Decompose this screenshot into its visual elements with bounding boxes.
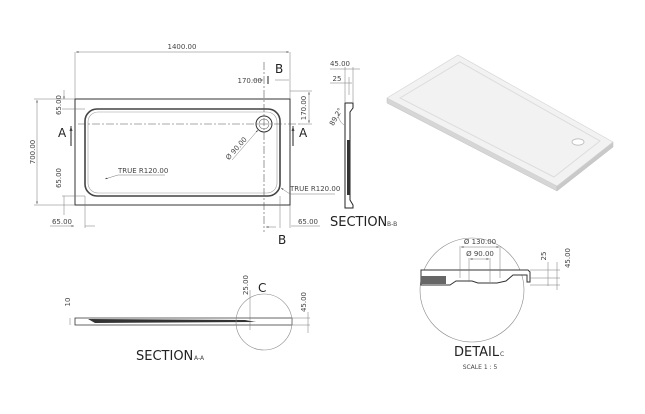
dim-drain-offset-y: 170.00 — [300, 96, 308, 121]
dim-inner-radius-right: TRUE R120.00 — [289, 185, 340, 193]
section-aa-suffix: A-A — [194, 355, 205, 362]
detail-c-suffix: C — [500, 351, 504, 358]
section-a-marker-left: A — [58, 126, 67, 140]
section-aa-title: SECTION — [136, 349, 193, 364]
dim-detail-depth-total: 45.00 — [564, 248, 572, 268]
dim-detail-depth-small: 25 — [540, 252, 548, 261]
dim-bb-rim-depth: 25 — [333, 75, 342, 83]
dim-rim-top: 65.00 — [55, 95, 63, 115]
dim-inner-radius-left: TRUE R120.00 — [117, 167, 168, 175]
dim-rim-right: 65.00 — [298, 218, 318, 226]
dim-drain-diameter: Ø 90.00 — [224, 136, 249, 162]
isometric-view — [386, 54, 614, 192]
plan-view: 1400.00 170.00 B 700.00 65.00 65.00 65.0… — [29, 43, 340, 247]
detail-c-callout-circle — [235, 293, 293, 351]
dim-detail-inner-diameter: Ø 90.00 — [466, 250, 494, 258]
dim-bb-angle: 89.2° — [328, 107, 344, 128]
dim-rim-left: 65.00 — [52, 218, 72, 226]
detail-c-view: Ø 130.00 Ø 90.00 25 45.00 DETAIL C SCALE… — [419, 237, 572, 371]
dim-aa-total-height: 45.00 — [300, 292, 308, 312]
section-a-marker-right: A — [299, 126, 308, 140]
section-b-marker-bottom: B — [278, 233, 286, 247]
drain-3d — [571, 138, 585, 146]
tray-3d-top — [386, 54, 614, 187]
tray-outline — [74, 98, 291, 206]
detail-c-marker: C — [258, 281, 266, 295]
section-b-marker-top: B — [275, 62, 283, 76]
detail-c-title: DETAIL — [454, 345, 500, 360]
dim-bb-thickness: 45.00 — [330, 60, 350, 68]
detail-c-scale: SCALE 1 : 5 — [463, 364, 498, 371]
section-aa-view: 10 25.00 45.00 C SECTION A-A — [64, 275, 310, 364]
dim-overall-length: 1400.00 — [168, 43, 197, 51]
dim-drain-offset-x: 170.00 — [238, 77, 263, 85]
dim-detail-outer-diameter: Ø 130.00 — [464, 238, 496, 246]
dim-overall-width: 700.00 — [29, 140, 37, 165]
section-bb-view: 45.00 25 89.2° SECTION B-B — [328, 60, 397, 230]
section-bb-title: SECTION — [330, 215, 387, 230]
dim-aa-edge-height: 10 — [64, 298, 72, 307]
dim-aa-drain-depth: 25.00 — [242, 275, 250, 295]
detail-c-circle — [419, 237, 525, 343]
dim-rim-bottom: 65.00 — [55, 168, 63, 188]
basin-outline — [84, 108, 281, 197]
section-bb-suffix: B-B — [387, 221, 397, 228]
